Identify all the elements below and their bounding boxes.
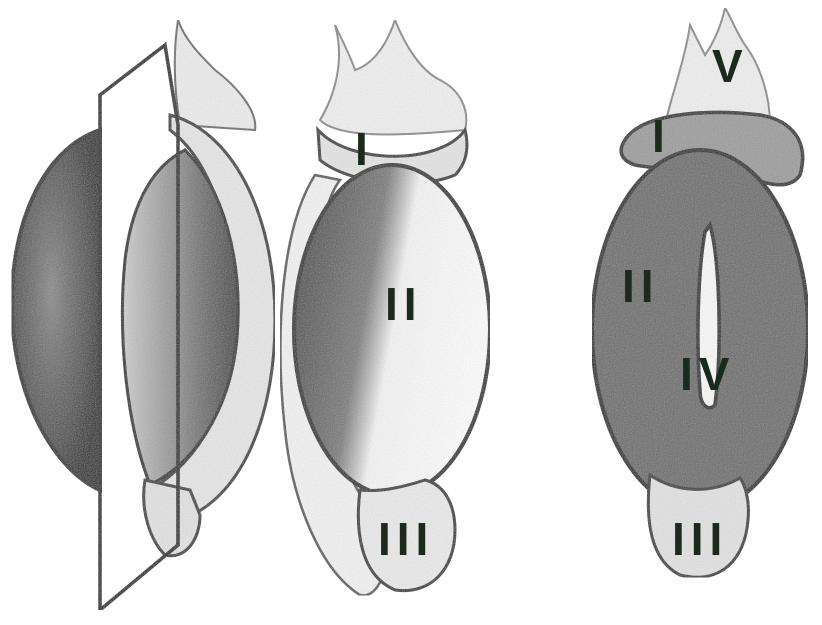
label-mid-II: II [385,278,423,330]
label-right-I: I [652,110,671,162]
seed-side-view [12,20,275,610]
label-mid-III: III [378,513,434,565]
label-mid-I: I [355,123,374,175]
mid-main-body [294,165,490,495]
left-dark-half [12,130,100,490]
label-right-V: V [712,40,749,92]
label-right-III: III [672,513,728,565]
left-stalk [175,20,256,130]
label-right-IV: IV [680,348,735,400]
left-tail [144,480,200,556]
mid-sprout [320,20,466,134]
label-right-II: II [622,260,660,312]
